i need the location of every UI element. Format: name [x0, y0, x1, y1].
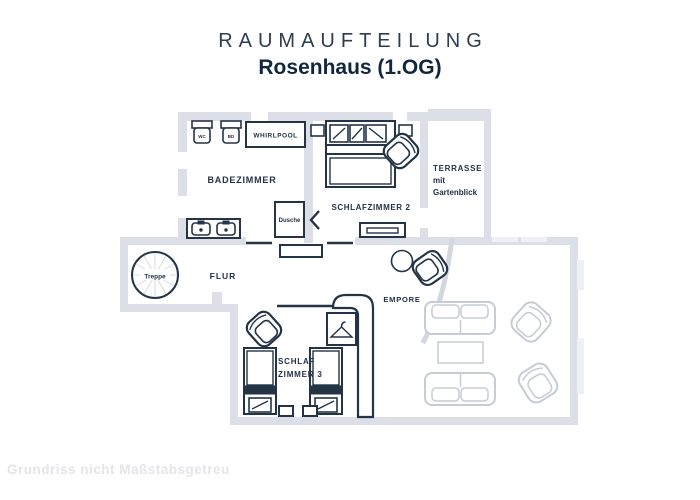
side-table — [390, 249, 414, 273]
gallery-arc — [420, 237, 455, 345]
armchair-ghost-2 — [517, 362, 559, 404]
scale-disclaimer: Grundriss nicht Maßstabsgetreu — [7, 462, 230, 477]
svg-text:Dusche: Dusche — [279, 218, 301, 224]
empore-sideboard — [279, 244, 323, 258]
window-gap-top-2 — [393, 110, 407, 122]
window-gap-top-1 — [251, 110, 268, 122]
spiral-staircase: Treppe — [131, 251, 179, 299]
schlafzimmer-2: SCHLAFZIMMER 2 — [309, 120, 420, 238]
wall-right — [570, 237, 578, 425]
window-gap-left-2 — [176, 196, 188, 218]
walls — [120, 109, 584, 425]
door-gap-terrace — [418, 208, 429, 228]
wall-terrace-right — [484, 109, 491, 243]
hanger-icon — [329, 321, 354, 338]
sofa-bottom — [424, 372, 496, 406]
page-title: RAUMAUFTEILUNG — [218, 30, 488, 52]
stool-left — [278, 405, 294, 417]
wall-top — [178, 112, 490, 121]
terrasse: TERRASSE mit Gartenblick — [433, 164, 482, 197]
wc-toilet: WC — [191, 120, 213, 144]
sofa-top — [424, 301, 496, 335]
lower-floor-furniture — [424, 301, 559, 406]
sideboard-schlafzimmer2 — [359, 222, 406, 238]
room-label-schlafzimmer2: SCHLAFZIMMER 2 — [331, 203, 410, 212]
flur: Treppe FLUR — [131, 251, 237, 299]
window-gap-left-1 — [176, 152, 188, 169]
wall-mid-left — [120, 237, 246, 245]
stool-right — [302, 405, 318, 417]
double-washbasin — [186, 218, 241, 239]
partition-wall-rounded — [331, 293, 375, 419]
svg-text:Treppe: Treppe — [144, 274, 166, 281]
window-mark-right-1 — [577, 260, 584, 290]
room-label-schlafzimmer3-1: SCHLAF — [278, 357, 315, 366]
armchair-schlafzimmer2 — [382, 132, 420, 170]
badezimmer: WC BD WHIRLPOOL Dusch — [186, 120, 306, 239]
bidet: BD — [220, 120, 242, 144]
wall-mid-right — [355, 237, 578, 245]
room-label-terrasse-3: Gartenblick — [433, 188, 478, 197]
window-mark-mid-1 — [492, 237, 518, 242]
page-subtitle: Rosenhaus (1.OG) — [258, 56, 442, 79]
wall-bath-sz2-divider — [304, 112, 313, 243]
single-bed-left — [243, 347, 277, 415]
wall-flur-jog — [212, 292, 222, 304]
wall-terrace-top — [428, 109, 484, 116]
armchair-schlafzimmer3 — [245, 310, 283, 348]
window-mark-mid-2 — [521, 237, 547, 242]
wall-sz2-terrace — [420, 112, 428, 245]
armchair-empore — [411, 249, 449, 287]
nightstand-left — [310, 124, 325, 137]
wall-flur-left — [120, 237, 128, 312]
wall-left-bath — [178, 112, 187, 245]
room-label-flur: FLUR — [210, 271, 237, 281]
window-mark-right-2 — [577, 338, 584, 394]
coffee-table — [437, 341, 484, 364]
wall-bottom — [230, 417, 578, 425]
room-label-terrasse-1: TERRASSE — [433, 164, 482, 173]
empore: EMPORE — [279, 244, 449, 346]
wall-sz3-left — [230, 304, 238, 425]
shower: Dusche — [274, 201, 305, 238]
wardrobe — [326, 312, 357, 346]
single-bed-right — [309, 347, 343, 415]
svg-text:WHIRLPOOL: WHIRLPOOL — [253, 133, 297, 140]
room-label-empore: EMPORE — [383, 295, 420, 304]
room-label-terrasse-2: mit — [433, 176, 445, 185]
whirlpool-tub: WHIRLPOOL — [245, 121, 306, 148]
svg-text:WC: WC — [198, 134, 206, 139]
room-label-badezimmer: BADEZIMMER — [208, 175, 277, 185]
double-bed — [325, 120, 396, 188]
armchair-ghost-1 — [510, 301, 552, 343]
svg-text:BD: BD — [228, 134, 235, 139]
door-swing-icon — [309, 210, 320, 230]
room-label-schlafzimmer3-2: ZIMMER 3 — [278, 370, 323, 379]
schlafzimmer-3: SCHLAF ZIMMER 3 — [243, 310, 343, 417]
wall-flur-bottom — [120, 304, 232, 312]
